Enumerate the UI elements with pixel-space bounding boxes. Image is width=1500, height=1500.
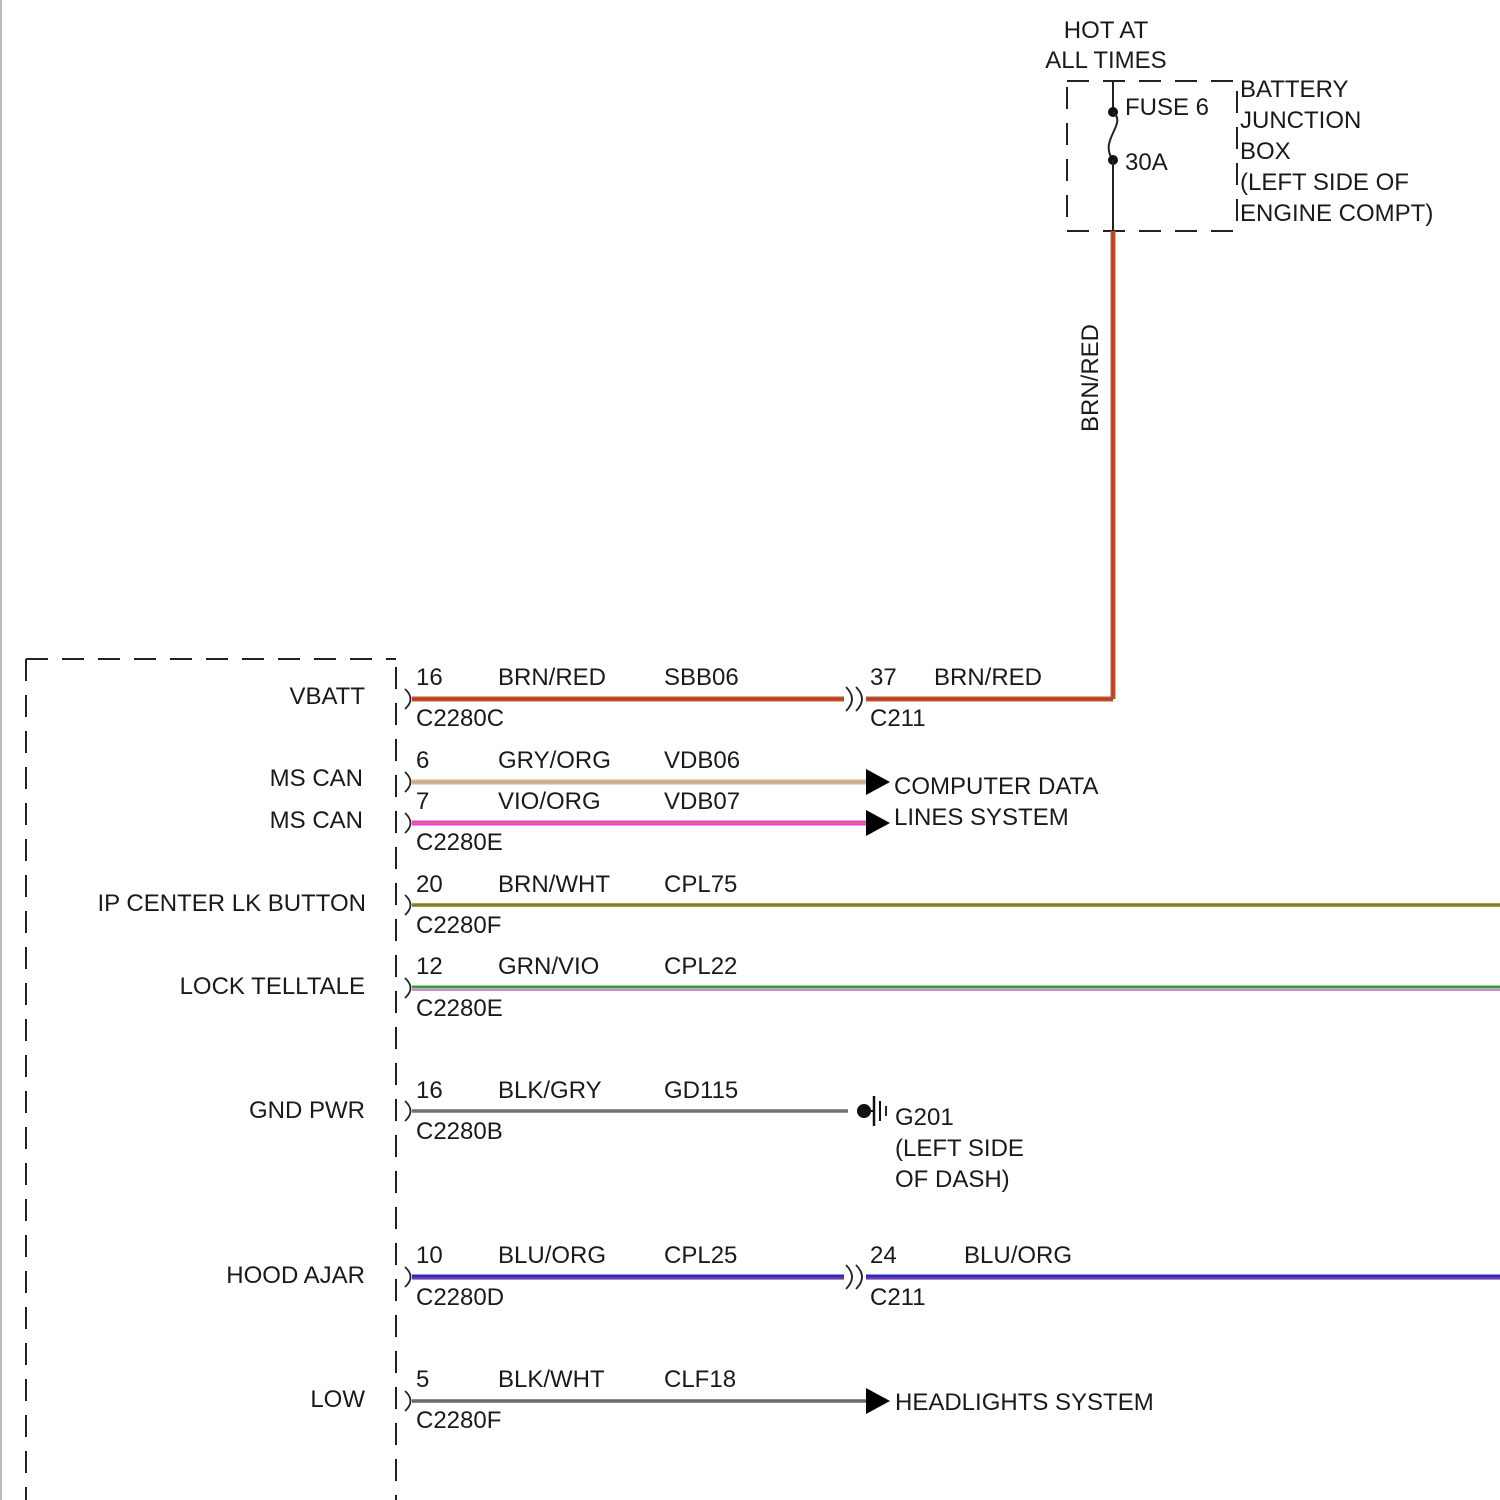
battery-junction-box: HOT AT ALL TIMES FUSE 6 30A BATTERY JUNC… — [1045, 17, 1433, 231]
c211-wire-color: BLU/ORG — [964, 1242, 1072, 1269]
circuit-id: CPL75 — [664, 871, 737, 898]
row-ms-can-low: MS CAN 7 VIO/ORG VDB07 C2280E COMPUTER D… — [270, 773, 1099, 856]
destination-headlights: HEADLIGHTS SYSTEM — [895, 1389, 1154, 1416]
all-times-label: ALL TIMES — [1045, 47, 1166, 74]
wire-color-label: BRN/RED — [498, 664, 606, 691]
row-gnd-pwr: GND PWR 16 BLK/GRY GD115 C2280B G201 (LE… — [249, 1077, 1024, 1193]
circuit-id: SBB06 — [664, 664, 739, 691]
circuit-id: CPL25 — [664, 1242, 737, 1269]
hot-at-label: HOT AT — [1064, 17, 1149, 44]
pin-number: 16 — [416, 664, 443, 691]
pin-label-vbatt: VBATT — [289, 683, 365, 710]
box-name-line-3: BOX — [1240, 138, 1291, 165]
connector-id: C2280D — [416, 1284, 504, 1311]
c211-wire-color: BRN/RED — [934, 664, 1042, 691]
wire-color-label: GRY/ORG — [498, 747, 611, 774]
connector-id: C2280B — [416, 1118, 503, 1145]
row-hood-ajar: HOOD AJAR 10 BLU/ORG CPL25 C2280D 24 BLU… — [226, 1242, 1500, 1311]
pin-label-ms-can: MS CAN — [270, 807, 363, 834]
fuse-label: FUSE 6 — [1125, 94, 1209, 121]
connector-bracket — [405, 1391, 411, 1411]
box-name-line-5: ENGINE COMPT) — [1240, 200, 1433, 227]
c211-pin-number: 37 — [870, 664, 897, 691]
box-name-line-2: JUNCTION — [1240, 107, 1361, 134]
arrow-icon — [866, 769, 890, 795]
wire-color-label: GRN/VIO — [498, 953, 599, 980]
ground-name: G201 — [895, 1104, 954, 1131]
wire-color-label: BRN/WHT — [498, 871, 610, 898]
row-vbatt: VBATT 16 BRN/RED SBB06 C2280C 37 BRN/RED… — [289, 664, 1113, 732]
wire-color-label: BLU/ORG — [498, 1242, 606, 1269]
pin-label-hood-ajar: HOOD AJAR — [226, 1262, 365, 1289]
circuit-id: VDB06 — [664, 747, 740, 774]
c211-connector-id: C211 — [870, 1284, 926, 1311]
pin-number: 12 — [416, 953, 443, 980]
arrow-icon — [866, 810, 890, 836]
connector-bracket — [405, 772, 411, 792]
inline-connector-c211-icon — [846, 687, 862, 711]
pin-label-lock-telltale: LOCK TELLTALE — [180, 973, 365, 1000]
circuit-id: VDB07 — [664, 788, 740, 815]
pin-number: 10 — [416, 1242, 443, 1269]
ground-location-line-1: (LEFT SIDE — [895, 1135, 1024, 1162]
c211-pin-number: 24 — [870, 1242, 897, 1269]
pin-number: 16 — [416, 1077, 443, 1104]
destination-can-line-1: COMPUTER DATA — [894, 773, 1098, 800]
wire-color-label: BLK/WHT — [498, 1366, 605, 1393]
connector-bracket — [405, 895, 411, 915]
pin-number: 20 — [416, 871, 443, 898]
ground-icon — [857, 1096, 886, 1126]
connector-id: C2280F — [416, 912, 501, 939]
pin-number: 7 — [416, 788, 429, 815]
circuit-id: CLF18 — [664, 1366, 736, 1393]
wire-color-label: BLK/GRY — [498, 1077, 602, 1104]
wire-color-label: VIO/ORG — [498, 788, 601, 815]
box-name-line-4: (LEFT SIDE OF — [1240, 169, 1409, 196]
row-lock-telltale: LOCK TELLTALE 12 GRN/VIO CPL22 C2280E — [180, 953, 1500, 1022]
inline-connector-c211-icon — [846, 1265, 862, 1289]
row-ip-center-lk-button: IP CENTER LK BUTTON 20 BRN/WHT CPL75 C22… — [98, 871, 1500, 939]
connector-id: C2280F — [416, 1407, 501, 1434]
row-low: LOW 5 BLK/WHT CLF18 C2280F HEADLIGHTS SY… — [310, 1366, 1153, 1434]
connector-id: C2280E — [416, 995, 503, 1022]
ground-location-line-2: OF DASH) — [895, 1166, 1010, 1193]
destination-can-line-2: LINES SYSTEM — [894, 804, 1069, 831]
connector-bracket — [405, 813, 411, 833]
pin-number: 5 — [416, 1366, 429, 1393]
fuse-rating: 30A — [1125, 149, 1168, 176]
connector-bracket — [405, 978, 411, 998]
box-name-line-1: BATTERY — [1240, 76, 1348, 103]
feed-wire-color-label: BRN/RED — [1077, 324, 1104, 432]
pin-label-gnd-pwr: GND PWR — [249, 1097, 365, 1124]
pin-label-low: LOW — [310, 1386, 365, 1413]
connector-id: C2280E — [416, 829, 503, 856]
arrow-icon — [866, 1388, 890, 1414]
fuse-icon — [1109, 112, 1118, 160]
pin-label-ms-can: MS CAN — [270, 765, 363, 792]
pin-label-ip-center-lk-button: IP CENTER LK BUTTON — [98, 890, 367, 917]
circuit-id: GD115 — [664, 1077, 738, 1104]
connector-bracket — [405, 1267, 411, 1287]
connector-bracket — [405, 1101, 411, 1121]
circuit-id: CPL22 — [664, 953, 737, 980]
feed-wire-brn-red: BRN/RED — [1077, 231, 1113, 699]
connector-id: C2280C — [416, 705, 504, 732]
c211-connector-id: C211 — [870, 705, 926, 732]
pin-number: 6 — [416, 747, 429, 774]
connector-bracket — [405, 689, 411, 709]
